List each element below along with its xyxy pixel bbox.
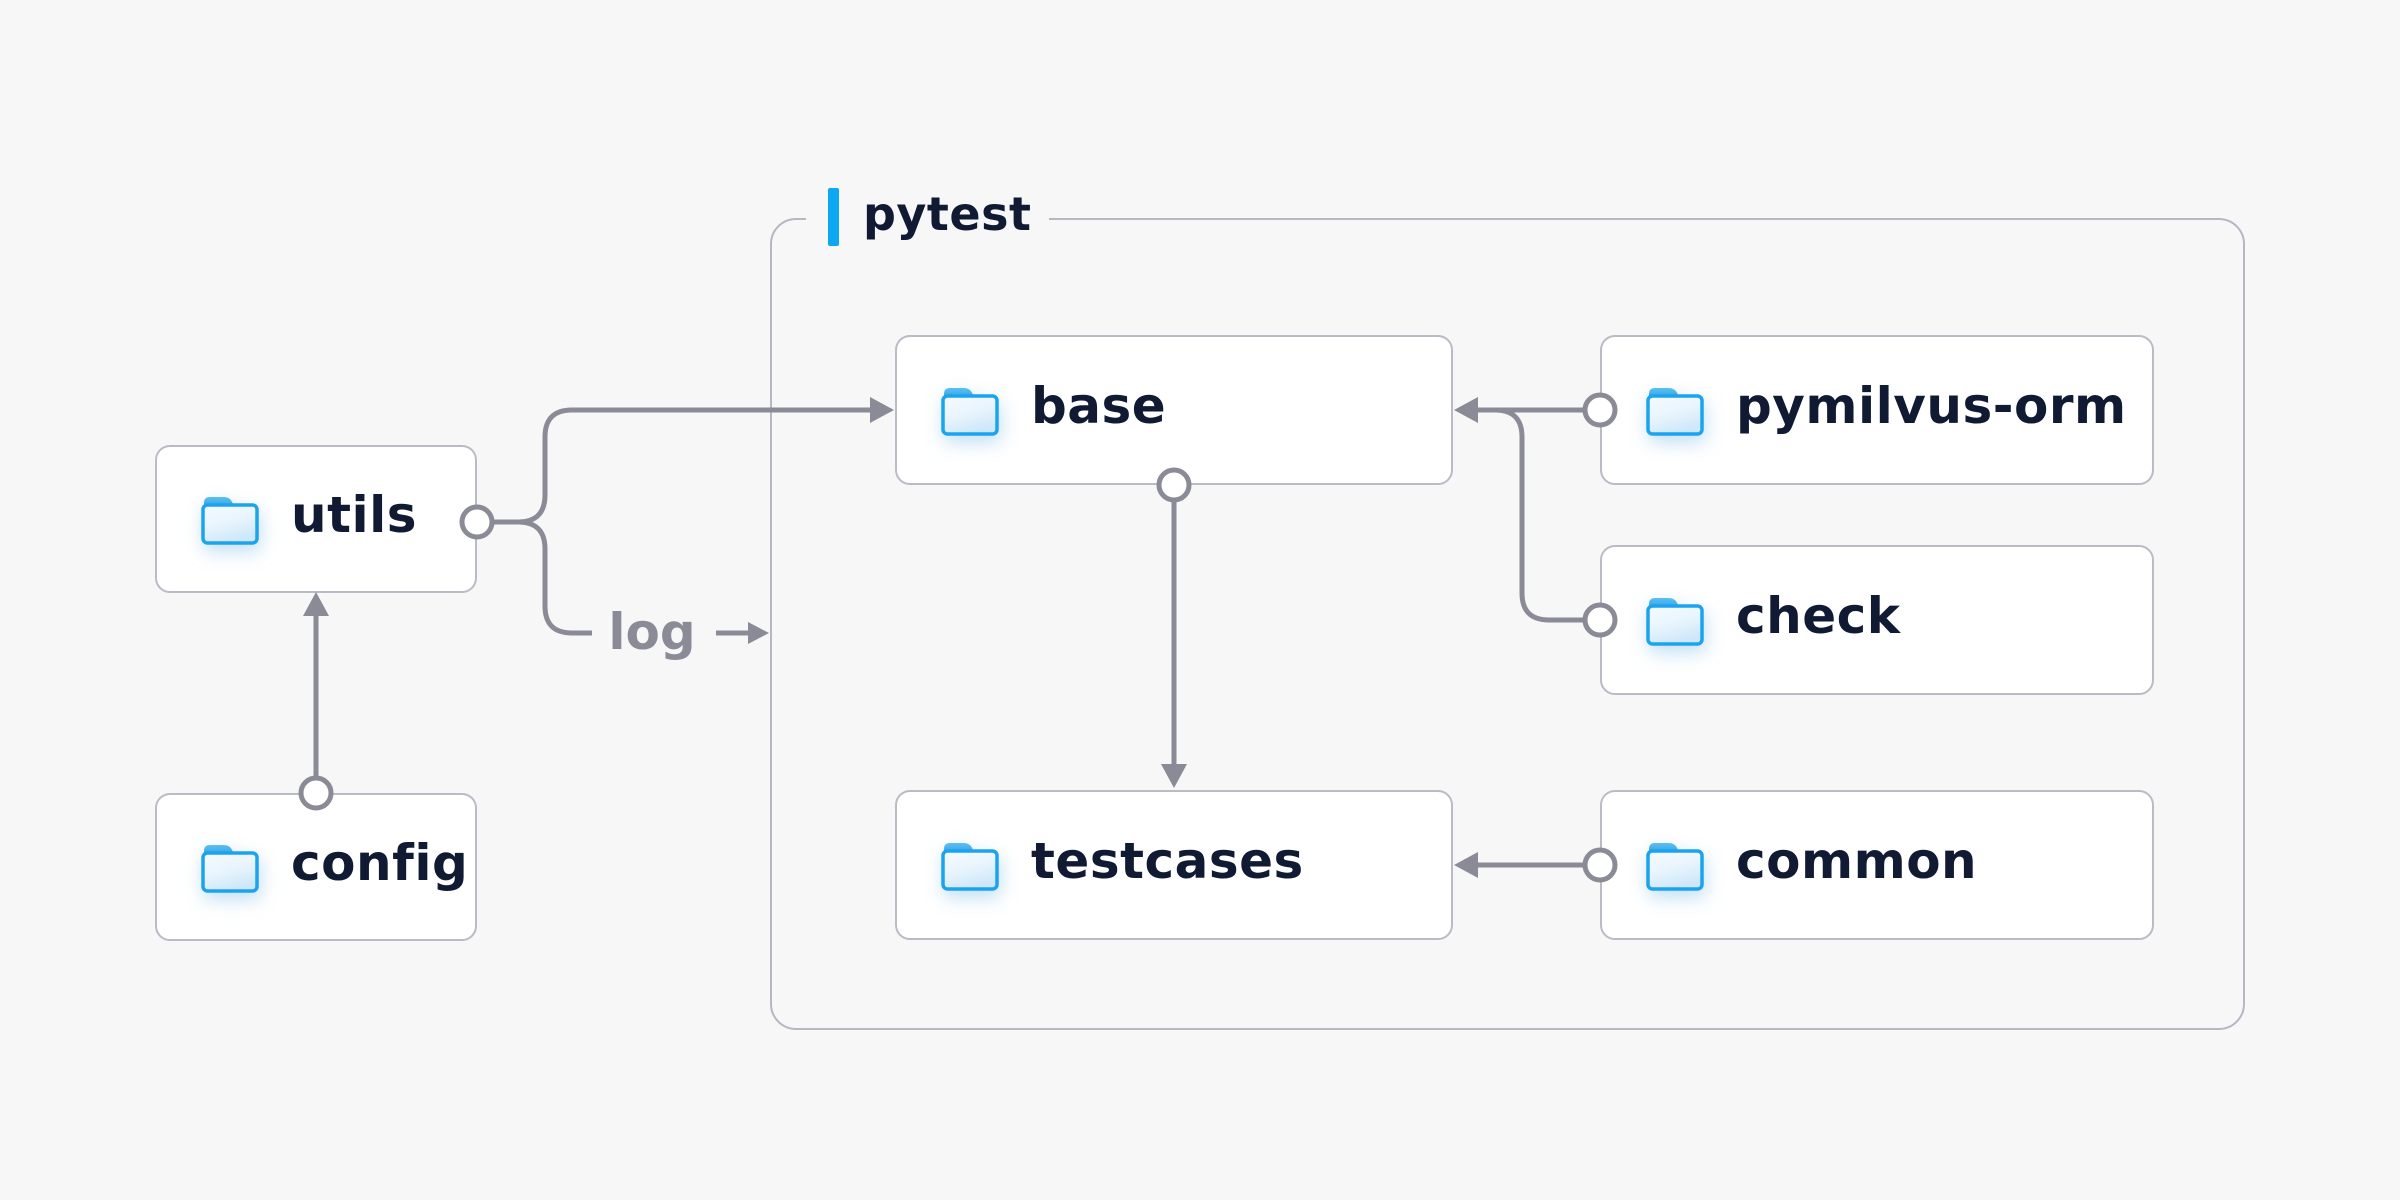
pytest-accent-bar-icon — [828, 188, 839, 246]
node-base-label: base — [1031, 377, 1167, 435]
node-utils-label: utils — [291, 486, 418, 544]
pytest-group-title: pytest — [863, 187, 1032, 241]
node-utils: utils — [155, 445, 477, 593]
node-testcases: testcases — [895, 790, 1453, 940]
node-pymilvus-orm: pymilvus-orm — [1600, 335, 2154, 485]
folder-icon — [941, 841, 999, 891]
folder-icon — [201, 843, 259, 893]
node-testcases-label: testcases — [1031, 832, 1304, 890]
node-check: check — [1600, 545, 2154, 695]
folder-icon — [1646, 841, 1704, 891]
node-common: common — [1600, 790, 2154, 940]
folder-icon — [201, 495, 259, 545]
node-config: config — [155, 793, 477, 941]
folder-icon — [1646, 386, 1704, 436]
edge-config-utils — [298, 592, 334, 811]
folder-icon — [1646, 596, 1704, 646]
pytest-group-label: pytest — [806, 185, 1050, 249]
node-check-label: check — [1736, 587, 1901, 645]
folder-icon — [941, 386, 999, 436]
node-common-label: common — [1736, 832, 1978, 890]
edge-label-log: log — [608, 603, 696, 661]
node-config-label: config — [291, 834, 469, 892]
pytest-group-container — [770, 218, 2245, 1030]
node-pymilvus-orm-label: pymilvus-orm — [1736, 377, 2127, 435]
node-base: base — [895, 335, 1453, 485]
